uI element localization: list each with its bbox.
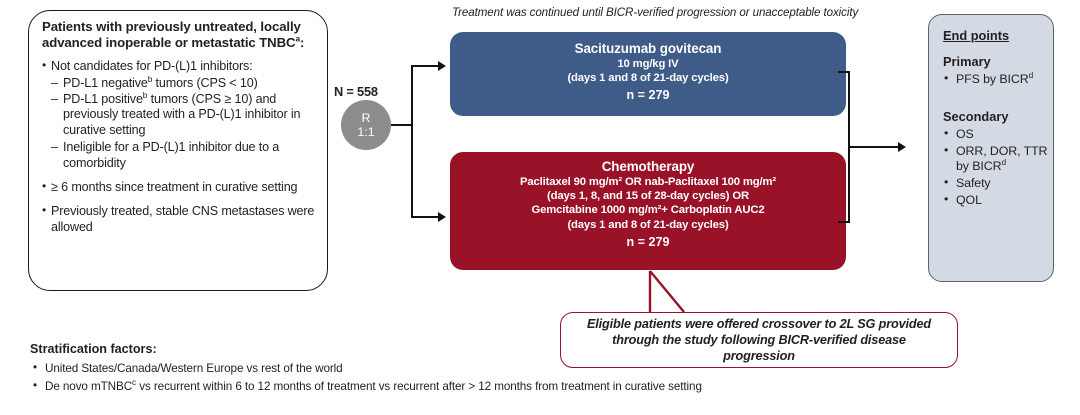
list-item: PD-L1 positiveb tumors (CPS ≥ 10) and pr…: [42, 89, 315, 138]
secondary-endpoints-list: OS ORR, DOR, TTR by BICRd Safety QOL: [943, 126, 1053, 208]
arm-sample-size: n = 279: [626, 234, 670, 249]
eligibility-header-line2: advanced inoperable or metastatic TNBC: [42, 34, 296, 50]
stratification-factors: Stratification factors: United States/Ca…: [30, 342, 730, 395]
list-item: PD-L1 negativeb tumors (CPS < 10): [42, 73, 315, 91]
list-item: Safety: [943, 175, 1053, 191]
stratification-list: United States/Canada/Western Europe vs r…: [30, 359, 730, 396]
endpoint-text: PFS by BICR: [956, 72, 1029, 86]
list-item: United States/Canada/Western Europe vs r…: [30, 359, 730, 378]
connector-stem: [391, 124, 413, 126]
arrowhead-arm-b-icon: [438, 212, 446, 222]
sub-item-text: PD-L1 positive: [63, 92, 143, 106]
treatment-arm-chemotherapy: Chemotherapy Paclitaxel 90 mg/m² OR nab-…: [450, 152, 846, 270]
strat-item-tail: vs recurrent within 6 to 12 months of tr…: [136, 379, 702, 393]
callout-line2: through the study following BICR-verifie…: [612, 333, 906, 363]
arm-title: Chemotherapy: [601, 159, 695, 174]
list-item: De novo mTNBCc vs recurrent within 6 to …: [30, 376, 730, 396]
secondary-endpoints-label: Secondary: [943, 109, 1009, 124]
list-item: Previously treated, stable CNS metastase…: [42, 203, 315, 235]
connector-to-endpoints: [849, 146, 901, 148]
list-item: QOL: [943, 192, 1053, 208]
spacer: [943, 87, 1053, 98]
endpoints-title: End points: [943, 28, 1010, 43]
connector-split-vertical: [411, 66, 413, 218]
connector-to-arm-a: [411, 65, 441, 67]
eligibility-list: Not candidates for PD-(L)1 inhibitors: P…: [42, 58, 315, 235]
eligibility-header-colon: :: [299, 34, 305, 50]
connector-to-arm-b: [411, 216, 441, 218]
arm-detail: 10 mg/kg IV: [617, 58, 679, 70]
endpoints-panel: End points Primary PFS by BICRd Secondar…: [928, 14, 1054, 282]
strat-item-text: De novo mTNBC: [45, 379, 133, 393]
connector-from-arm-a: [838, 71, 850, 73]
list-item: Ineligible for a PD-(L)1 inhibitor due t…: [42, 140, 315, 171]
list-item: Not candidates for PD-(L)1 inhibitors:: [42, 58, 315, 74]
endpoint-text: ORR, DOR, TTR by BICR: [956, 144, 1048, 173]
randomization-letter: R: [361, 111, 371, 125]
treatment-arm-sacituzumab: Sacituzumab govitecan 10 mg/kg IV (days …: [450, 32, 846, 116]
footnote-marker-c: c: [132, 376, 137, 387]
connector-from-arm-b: [838, 221, 850, 223]
footnote-marker-b: b: [142, 89, 148, 100]
arrowhead-endpoints-icon: [898, 142, 906, 152]
stratification-header: Stratification factors:: [30, 342, 157, 356]
list-item: PFS by BICRd: [943, 69, 1053, 87]
footnote-marker-d: d: [1028, 69, 1034, 80]
arm-detail: (days 1 and 8 of 21-day cycles): [567, 218, 729, 231]
callout-pointer-icon: [648, 270, 685, 313]
arm-title: Sacituzumab govitecan: [574, 41, 722, 56]
footnote-marker-d: d: [1001, 156, 1006, 167]
arm-sample-size: n = 279: [626, 88, 670, 103]
eligibility-header-line1: Patients with previously untreated, loca…: [42, 19, 301, 34]
randomization-node: R 1:1: [341, 100, 391, 150]
arm-detail: Paclitaxel 90 mg/m² OR nab-Paclitaxel 10…: [519, 176, 777, 188]
primary-endpoints-list: PFS by BICRd: [943, 69, 1053, 87]
sub-item-tail: tumors (CPS < 10): [152, 75, 258, 90]
eligibility-criteria-box: Patients with previously untreated, loca…: [28, 10, 328, 291]
arrowhead-arm-a-icon: [438, 61, 446, 71]
crossover-callout: Eligible patients were offered crossover…: [560, 312, 958, 368]
list-item: ORR, DOR, TTR by BICRd: [943, 143, 1053, 174]
footnote-marker-b: b: [147, 73, 153, 84]
randomization-ratio: 1:1: [357, 125, 375, 139]
treatment-duration-caption: Treatment was continued until BICR-verif…: [452, 6, 859, 19]
list-item: OS: [943, 126, 1053, 142]
eligibility-header: Patients with previously untreated, loca…: [42, 19, 315, 50]
arm-detail: (days 1, 8, and 15 of 28-day cycles) OR: [547, 190, 749, 203]
arm-detail: Gemcitabine 1000 mg/m²+ Carboplatin AUC2: [531, 204, 765, 217]
list-item: ≥ 6 months since treatment in curative s…: [42, 179, 315, 195]
sub-item-tail: tumors (CPS ≥ 10) and previously treated…: [63, 92, 301, 137]
primary-endpoints-label: Primary: [943, 54, 991, 69]
total-enrollment-label: N = 558: [334, 84, 378, 99]
arm-detail: (days 1 and 8 of 21-day cycles): [567, 72, 729, 85]
footnote-marker-a: a: [295, 33, 300, 44]
sub-item-text: PD-L1 negative: [63, 75, 148, 90]
callout-line1: Eligible patients were offered crossover…: [586, 317, 932, 331]
